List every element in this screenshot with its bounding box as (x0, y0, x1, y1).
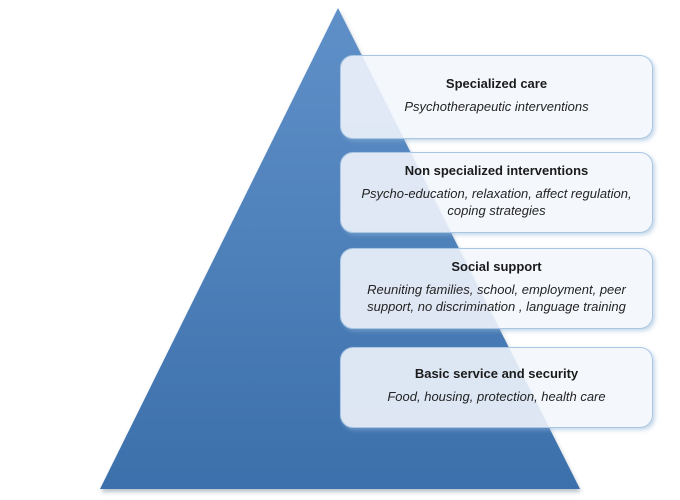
level-description: Psycho-education, relaxation, affect reg… (361, 185, 632, 218)
level-title: Non specialized interventions (404, 162, 589, 178)
level-description: Food, housing, protection, health care (387, 389, 606, 404)
pyramid-level-non-specialized-interventions: Non specialized interventions Psycho-edu… (340, 152, 653, 233)
pyramid-level-social-support: Social support Reuniting families, schoo… (340, 248, 653, 329)
level-title: Basic service and security (414, 366, 579, 381)
level-title: Social support (451, 258, 542, 274)
level-title: Specialized care (445, 75, 548, 91)
level-description: Psychotherapeutic interventions (404, 98, 589, 114)
pyramid-level-specialized-care: Specialized care Psychotherapeutic inter… (340, 55, 653, 139)
level-description: Reuniting families, school, employment, … (367, 281, 626, 314)
pyramid-level-basic-service-and-security: Basic service and security Food, housing… (340, 347, 653, 428)
